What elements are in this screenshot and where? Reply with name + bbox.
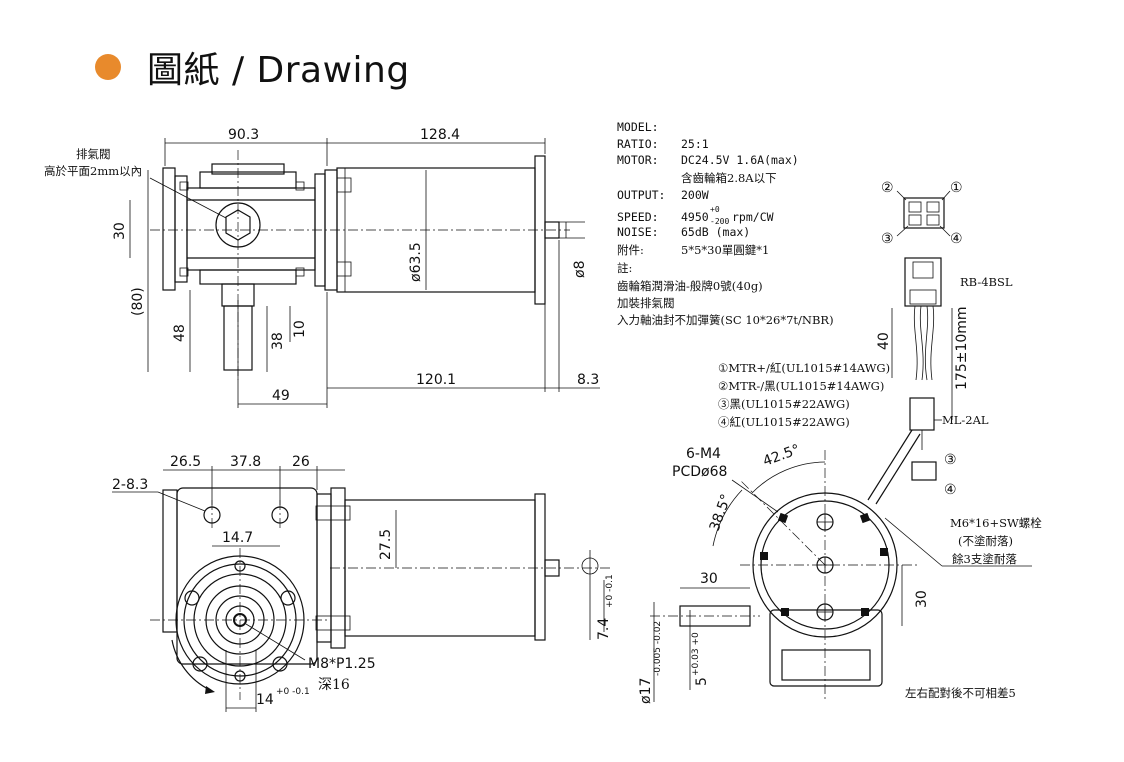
dim-40: 40: [876, 332, 892, 350]
dim-8-3: 8.3: [577, 372, 599, 388]
dim-80: (80): [130, 287, 146, 316]
small-connector-icon: [911, 461, 937, 481]
wire-4-label: ④紅(UL1015#22AWG): [718, 415, 850, 429]
dim-128-4: 128.4: [420, 127, 460, 143]
dim-7-4: 7.4: [596, 618, 612, 640]
spec-note-1: 齒輪箱潤滑油-般牌0號(40g): [617, 279, 763, 293]
connector-ml2al-label: ML-2AL: [942, 413, 989, 427]
dim-26-5: 26.5: [170, 454, 201, 470]
dim-17-tolerance: -0.005 -0.02: [653, 621, 663, 676]
pin-3-small-label: ③: [944, 452, 957, 468]
screw-note-3: 餘3支塗耐落: [952, 552, 1017, 566]
pin-4-small-label: ④: [944, 482, 957, 498]
spec-accessory-label: 附件:: [617, 243, 644, 257]
bolt-circle-pcd: PCDø68: [672, 464, 727, 480]
spec-speed-unit: rpm/CW: [732, 210, 774, 224]
spec-note-2: 加裝排氣閥: [617, 296, 675, 310]
angle-38-5: 38.5°: [707, 492, 735, 533]
pin-1-label: ①: [950, 180, 963, 196]
vent-height-label: 高於平面2mm以內: [44, 164, 142, 178]
dim-2-8-3: 2-8.3: [112, 477, 148, 493]
spec-output-label: OUTPUT:: [617, 188, 665, 202]
dim-37-8: 37.8: [230, 454, 261, 470]
dim-27-5: 27.5: [378, 529, 394, 560]
wire-2-label: ②MTR-/黑(UL1015#14AWG): [718, 379, 884, 393]
dim-49: 49: [272, 388, 290, 404]
dim-90-3: 90.3: [228, 127, 259, 143]
spec-motor-label: MOTOR:: [617, 153, 659, 167]
page-title: 圖紙 / Drawing: [147, 50, 410, 91]
spec-speed-tol-up: +0: [710, 205, 720, 214]
end-view: 42.5° 38.5° 6-M4 PCDø68 30 30 ø17 -0.005…: [638, 442, 1042, 704]
angle-42-5: 42.5°: [761, 442, 802, 470]
spec-speed-value: 4950: [681, 210, 709, 224]
connector-face-icon: [903, 197, 945, 229]
connector-rb4bsl-label: RB-4BSL: [960, 275, 1013, 289]
dim-14: 14: [256, 692, 274, 708]
front-view: 26.5 37.8 26 2-8.3 14.7 27.5 7.4 +0 -0.1…: [112, 454, 615, 712]
dim-10: 10: [292, 320, 308, 338]
rotation-arrow-icon: [205, 686, 215, 694]
dim-175: 175±10mm: [954, 306, 970, 390]
dim-48: 48: [172, 324, 188, 342]
pin-3-label: ③: [881, 231, 894, 247]
dim-30: 30: [112, 222, 128, 240]
matching-note: 左右配對後不可相差5: [905, 686, 1016, 700]
dim-5: 5: [694, 677, 710, 686]
thread-spec: M8*P1.25: [308, 656, 376, 672]
spec-model: MODEL:: [617, 120, 659, 134]
connector-ml2al-icon: [909, 397, 935, 431]
wire-1-label: ①MTR+/紅(UL1015#14AWG): [718, 361, 890, 375]
spec-ratio-value: 25:1: [681, 137, 709, 151]
dim-38: 38: [270, 332, 286, 350]
dim-30-side-b: 30: [914, 590, 930, 608]
page-header: 圖紙 / Drawing: [95, 42, 410, 92]
dim-14-7: 14.7: [222, 530, 253, 546]
dim-30-side-a: 30: [700, 571, 718, 587]
screw-note-2: (不塗耐落): [958, 534, 1013, 548]
thread-depth: 深16: [318, 677, 350, 693]
spec-motor-value-2: 含齒輪箱2.8A以下: [681, 171, 777, 185]
spec-speed-label: SPEED:: [617, 210, 659, 224]
pin-2-label: ②: [881, 180, 894, 196]
dim-5-tolerance: +0.03 +0: [691, 632, 701, 676]
spec-accessory-value: 5*5*30單圓鍵*1: [681, 243, 769, 257]
dim-7-4-tolerance: +0 -0.1: [605, 574, 615, 608]
top-view: 90.3 128.4 排氣閥 高於平面2mm以內 30 (80) 48 38 1…: [44, 127, 600, 408]
connector-rb4bsl-icon: [904, 257, 942, 307]
dim-14-tolerance: +0 -0.1: [276, 687, 310, 697]
screw-note-1: M6*16+SW螺栓: [950, 516, 1042, 530]
dim-17: ø17: [638, 678, 654, 704]
spec-note-label: 註:: [617, 261, 632, 275]
pin-4-label: ④: [950, 231, 963, 247]
orange-bullet-icon: [95, 54, 121, 80]
dim-63-5: ø63.5: [408, 242, 424, 282]
spec-output-value: 200W: [681, 188, 709, 202]
spec-ratio-label: RATIO:: [617, 137, 659, 151]
spec-block: MODEL: RATIO: 25:1 MOTOR: DC24.5V 1.6A(m…: [617, 120, 834, 327]
spec-speed-tol-down: -200: [710, 217, 729, 226]
wiring-diagram: ② ① ③ ④ RB-4BSL 40 175±10mm ML-2AL ③ ④ ①…: [718, 180, 1013, 505]
spec-noise-value: 65dB (max): [681, 225, 750, 239]
dim-8: ø8: [572, 261, 588, 278]
bolt-circle-count: 6-M4: [686, 446, 721, 462]
spec-note-3: 入力軸油封不加彈簧(SC 10*26*7t/NBR): [617, 313, 834, 327]
spec-motor-value: DC24.5V 1.6A(max): [681, 153, 799, 167]
dim-120-1: 120.1: [416, 372, 456, 388]
vent-label: 排氣閥: [76, 147, 111, 161]
wire-3-label: ③黑(UL1015#22AWG): [718, 397, 850, 411]
spec-noise-label: NOISE:: [617, 225, 659, 239]
dim-26: 26: [292, 454, 310, 470]
